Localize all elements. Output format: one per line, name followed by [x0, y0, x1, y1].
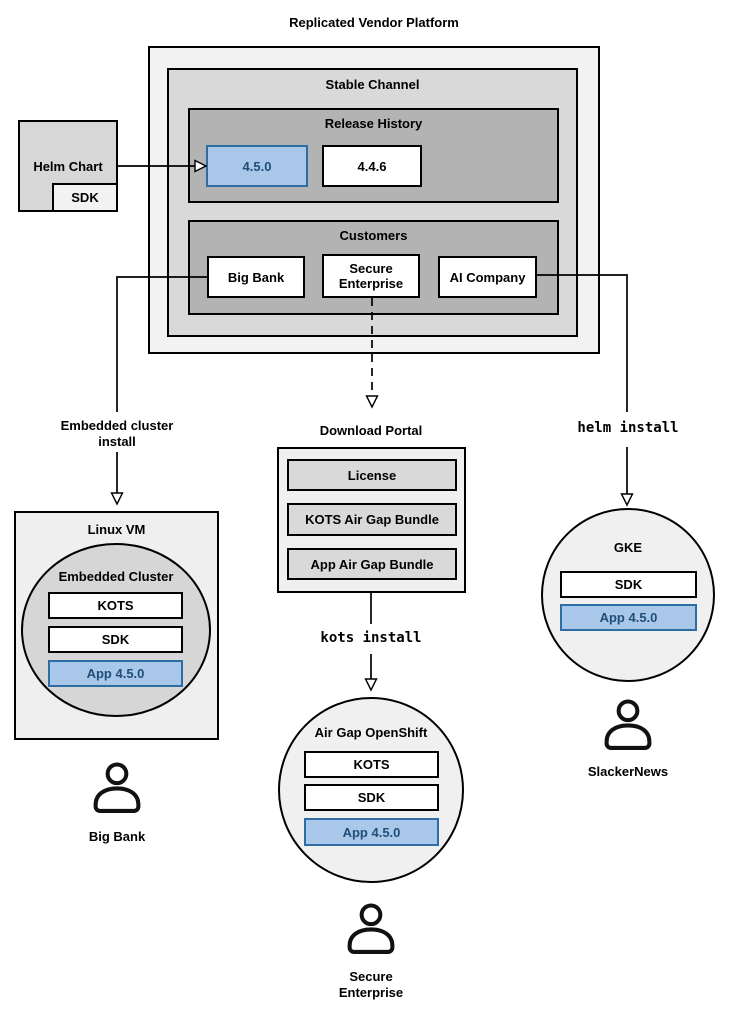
- customers-label: Customers: [339, 228, 408, 243]
- openshift-app-node: App 4.5.0: [304, 818, 439, 846]
- download-portal-item-kots-bundle: KOTS Air Gap Bundle: [287, 503, 457, 536]
- big-bank-user-label: Big Bank: [88, 829, 146, 844]
- edge-label-helm-install: helm install: [577, 420, 679, 436]
- secure-enterprise-user-label: Secure Enterprise: [338, 969, 404, 1000]
- customer-node-secure-enterprise: Secure Enterprise: [322, 254, 420, 298]
- embedded-cluster-sdk-node: SDK: [48, 626, 183, 653]
- download-portal-label: Download Portal: [319, 423, 423, 438]
- release-history-label: Release History: [324, 116, 423, 131]
- gke-sdk-node: SDK: [560, 571, 697, 598]
- gke-label: GKE: [613, 540, 643, 555]
- edge-label-kots-install: kots install: [320, 630, 422, 646]
- slackernews-user-icon: [601, 697, 655, 760]
- stable-channel-label: Stable Channel: [325, 77, 420, 92]
- openshift-sdk-node: SDK: [304, 784, 439, 811]
- slackernews-user-label: SlackerNews: [587, 764, 669, 779]
- embedded-cluster-kots-node: KOTS: [48, 592, 183, 619]
- embedded-cluster-app-node: App 4.5.0: [48, 660, 183, 687]
- download-portal-item-app-bundle: App Air Gap Bundle: [287, 548, 457, 580]
- arrowhead-into-openshift: [364, 678, 378, 692]
- diagram-title: Replicated Vendor Platform: [289, 15, 459, 30]
- big-bank-user-icon: [90, 760, 144, 823]
- gke-app-node: App 4.5.0: [560, 604, 697, 631]
- download-portal-item-license: License: [287, 459, 457, 491]
- arrowhead-into-download-portal: [365, 395, 379, 409]
- embedded-cluster-label: Embedded Cluster: [58, 569, 174, 584]
- release-node-450: 4.5.0: [206, 145, 308, 187]
- linux-vm-label: Linux VM: [87, 522, 146, 537]
- release-node-446: 4.4.6: [322, 145, 422, 187]
- air-gap-openshift-label: Air Gap OpenShift: [314, 725, 428, 740]
- helm-chart-sdk-node: SDK: [52, 183, 118, 212]
- openshift-kots-node: KOTS: [304, 751, 439, 778]
- customer-node-big-bank: Big Bank: [207, 256, 305, 298]
- arrowhead-into-linux-vm: [110, 492, 124, 506]
- customer-node-ai-company: AI Company: [438, 256, 537, 298]
- arrowhead-into-gke: [620, 493, 634, 507]
- secure-enterprise-user-icon: [344, 901, 398, 964]
- edge-label-embedded-cluster-install: Embedded cluster install: [60, 418, 174, 449]
